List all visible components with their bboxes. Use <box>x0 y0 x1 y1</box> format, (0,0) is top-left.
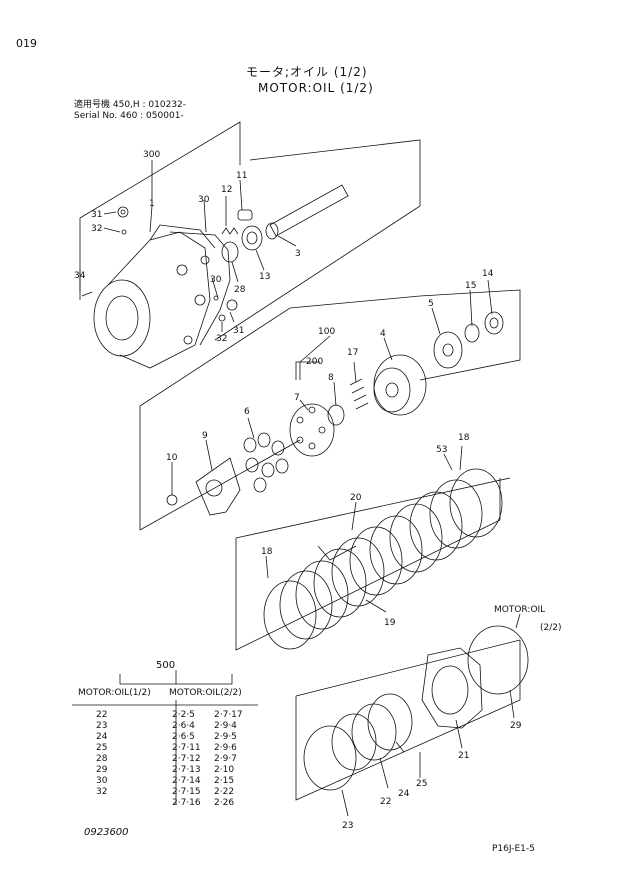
footer-reference: P16J-E1-5 <box>492 844 535 854</box>
group-box-shaft <box>249 139 421 206</box>
callout-5: 5 <box>428 299 434 309</box>
callout-14: 14 <box>482 269 494 279</box>
callout-8: 8 <box>328 373 334 383</box>
ring-23 <box>303 725 357 791</box>
callout-19: 19 <box>384 618 396 628</box>
callout-9: 9 <box>202 431 208 441</box>
ref-head-right: MOTOR:OIL(2/2) <box>169 688 242 698</box>
swash-plate <box>195 457 241 516</box>
group-box-300 <box>79 121 241 219</box>
callout-28: 28 <box>234 285 246 295</box>
callout-200: 200 <box>306 357 323 367</box>
serial-line-en: Serial No. 460 : 050001- <box>74 111 184 121</box>
group-box-plates <box>235 478 501 651</box>
callout-29: 29 <box>510 721 522 731</box>
ref-total: 500 <box>156 660 176 671</box>
housing-outline <box>107 231 211 369</box>
ring-22 <box>331 713 377 771</box>
callout-21: 21 <box>458 751 469 761</box>
group-box-seals <box>295 640 521 801</box>
page-number: 019 <box>16 37 37 50</box>
ref-motor-oil: MOTOR:OIL <box>494 605 545 615</box>
callout-23: 23 <box>342 821 353 831</box>
group-box-100 <box>139 289 521 407</box>
serial-block: 適用号機 450,H : 010232- Serial No. 460 : 05… <box>74 100 186 122</box>
piston-21 <box>421 647 483 729</box>
callout-13: 13 <box>259 272 270 282</box>
footer-code: 0923600 <box>84 827 129 838</box>
housing-face <box>93 279 151 357</box>
callout-6: 6 <box>244 407 250 417</box>
ring-24 <box>351 703 397 761</box>
ref-motor-oil-page: (2/2) <box>540 623 562 633</box>
callout-32-mid: 32 <box>216 334 227 344</box>
plate-5 <box>433 331 463 369</box>
callout-53: 53 <box>436 445 447 455</box>
callout-100: 100 <box>318 327 335 337</box>
callout-15: 15 <box>465 281 476 291</box>
callout-25: 25 <box>416 779 427 789</box>
callout-4: 4 <box>380 329 386 339</box>
callout-18-left: 18 <box>261 547 273 557</box>
callout-30-top: 30 <box>198 195 210 205</box>
callout-24: 24 <box>398 789 410 799</box>
callout-3: 3 <box>295 249 301 259</box>
callout-300: 300 <box>143 150 160 160</box>
callout-18-top: 18 <box>458 433 470 443</box>
callout-22: 22 <box>380 797 391 807</box>
title-english: MOTOR:OIL (1/2) <box>258 81 374 95</box>
callout-12: 12 <box>221 185 232 195</box>
callout-20: 20 <box>350 493 362 503</box>
callout-10: 10 <box>166 453 178 463</box>
shaft <box>269 184 349 237</box>
friction-plates <box>263 468 503 650</box>
callout-32-top: 32 <box>91 224 102 234</box>
callout-1: 1 <box>149 199 155 209</box>
serial-line-jp: 適用号機 450,H : 010232- <box>74 100 187 110</box>
pistons <box>243 432 289 493</box>
callout-17: 17 <box>347 348 358 358</box>
callout-30-mid: 30 <box>210 275 222 285</box>
ring-25 <box>367 693 413 751</box>
title-japanese: モータ;オイル (1/2) <box>246 65 368 79</box>
retainer-plate <box>289 403 335 457</box>
callout-31-top: 31 <box>91 210 102 220</box>
ref-head-left: MOTOR:OIL(1/2) <box>78 688 151 698</box>
callout-11: 11 <box>236 171 247 181</box>
cylinder-block <box>373 354 427 416</box>
callout-7: 7 <box>294 393 300 403</box>
o-ring-29 <box>467 625 529 695</box>
callout-34: 34 <box>74 271 86 281</box>
callout-31-mid: 31 <box>233 326 244 336</box>
